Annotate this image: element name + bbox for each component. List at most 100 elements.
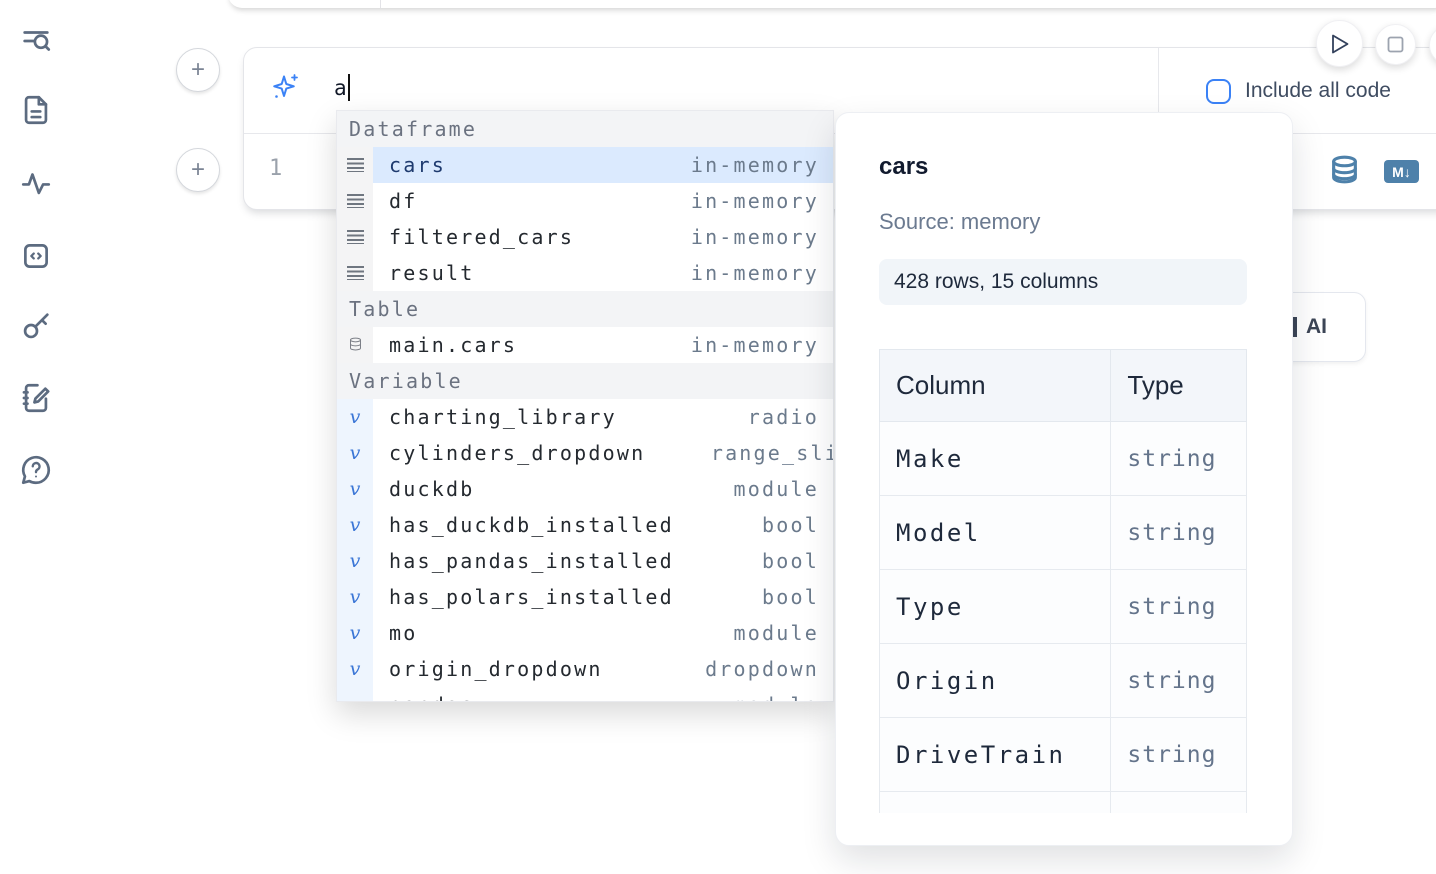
- autocomplete-item-charting_library[interactable]: v charting_library radio: [337, 399, 833, 435]
- autocomplete-item-type: in-memory: [690, 225, 819, 249]
- markdown-icon[interactable]: M↓: [1384, 160, 1419, 183]
- autocomplete-item-has_duckdb_installed[interactable]: v has_duckdb_installed bool: [337, 507, 833, 543]
- code-editor-row[interactable]: 1 M↓: [244, 134, 1436, 209]
- dataframe-gutter: [337, 255, 373, 291]
- autocomplete-item-name: duckdb: [389, 477, 475, 501]
- include-all-code-control[interactable]: Include all code: [1206, 48, 1391, 134]
- autocomplete-section-header: Variable: [337, 363, 833, 399]
- variable-gutter: v: [337, 507, 373, 543]
- autocomplete-item-type: in-memory: [690, 189, 819, 213]
- autocomplete-item-df[interactable]: df in-memory: [337, 183, 833, 219]
- key-icon[interactable]: [16, 306, 56, 346]
- add-cell-above-button[interactable]: +: [176, 48, 220, 92]
- autocomplete-item-body: has_duckdb_installed bool: [373, 507, 833, 543]
- autocomplete-item-type: in-memory: [690, 153, 819, 177]
- include-all-code-checkbox[interactable]: [1206, 78, 1231, 104]
- autocomplete-item-type: module: [733, 621, 819, 645]
- run-button[interactable]: [1316, 20, 1363, 67]
- help-chat-icon[interactable]: [16, 450, 56, 490]
- variable-gutter: v: [337, 399, 373, 435]
- variable-icon: v: [349, 622, 361, 644]
- cell-divider-tick: [380, 0, 381, 8]
- autocomplete-item-pandas[interactable]: vpandasmodule: [337, 687, 833, 701]
- autocomplete-item-name: cars: [389, 153, 446, 177]
- database-icon: [348, 333, 363, 357]
- code-square-icon[interactable]: [16, 236, 56, 276]
- cell-toolbar: M↓: [1329, 134, 1419, 209]
- autocomplete-item-type: bool: [762, 513, 819, 537]
- autocomplete-item-name: mo: [389, 621, 418, 645]
- variable-gutter: v: [337, 651, 373, 687]
- stop-button[interactable]: [1375, 24, 1416, 65]
- plus-icon: +: [190, 56, 205, 83]
- table-of-contents-search-icon[interactable]: [16, 21, 56, 61]
- database-icon[interactable]: [1329, 154, 1360, 190]
- autocomplete-item-type: module: [733, 477, 819, 501]
- autocomplete-item-type: bool: [762, 549, 819, 573]
- variable-icon: v: [349, 478, 361, 500]
- column-type-cell: [1110, 791, 1247, 813]
- dataframe-rows-icon: [346, 230, 364, 244]
- column-type-cell: string: [1110, 643, 1247, 718]
- file-icon[interactable]: [16, 90, 56, 130]
- ai-prompt-input[interactable]: a: [334, 74, 350, 101]
- prompt-text: a: [334, 75, 347, 100]
- autocomplete-item-body: mo module: [373, 615, 833, 651]
- autocomplete-item-cars[interactable]: cars in-memory: [337, 147, 833, 183]
- autocomplete-item-body: cars in-memory: [373, 147, 833, 183]
- variable-icon: v: [349, 406, 361, 428]
- variable-icon: v: [349, 586, 361, 608]
- autocomplete-item-main.cars[interactable]: main.cars in-memory: [337, 327, 833, 363]
- autocomplete-item-body: duckdb module: [373, 471, 833, 507]
- stop-icon: [1387, 36, 1404, 53]
- autocomplete-item-name: result: [389, 261, 475, 285]
- variable-gutter: v: [337, 543, 373, 579]
- autocomplete-item-type: radio: [747, 405, 819, 429]
- autocomplete-item-mo[interactable]: v mo module: [337, 615, 833, 651]
- variable-icon: v: [349, 550, 361, 572]
- shape-badge: 428 rows, 15 columns: [879, 259, 1247, 305]
- notebook-pen-icon[interactable]: [16, 378, 56, 418]
- preview-source: Source: memory: [879, 209, 1041, 234]
- autocomplete-item-type: bool: [762, 585, 819, 609]
- schema-table-row: [879, 791, 1247, 813]
- autocomplete-item-name: df: [389, 189, 418, 213]
- line-number: 1: [269, 156, 283, 181]
- autocomplete-item-type: in-memory: [690, 333, 819, 357]
- dataframe-preview-panel: cars Source: memory 428 rows, 15 columns…: [835, 112, 1293, 846]
- autocomplete-item-name: origin_dropdown: [389, 657, 603, 681]
- clipped-letter-fragment: [1293, 317, 1297, 337]
- include-all-code-label: Include all code: [1245, 79, 1391, 102]
- autocomplete-item-name: has_duckdb_installed: [389, 513, 674, 537]
- column-type-cell: string: [1110, 495, 1247, 570]
- add-cell-below-button[interactable]: +: [176, 148, 220, 192]
- autocomplete-section-header: Dataframe: [337, 111, 833, 147]
- variable-icon: v: [349, 442, 361, 464]
- autocomplete-item-body: df in-memory: [373, 183, 833, 219]
- variable-gutter: v: [337, 579, 373, 615]
- table-gutter: [337, 327, 373, 363]
- autocomplete-item-name: main.cars: [389, 333, 518, 357]
- variable-gutter: v: [337, 471, 373, 507]
- column-name-cell: [879, 791, 1112, 813]
- activity-icon[interactable]: [16, 163, 56, 203]
- ai-button-label: AI: [1306, 315, 1327, 338]
- autocomplete-item-duckdb[interactable]: v duckdb module: [337, 471, 833, 507]
- autocomplete-item-name: charting_library: [389, 405, 617, 429]
- vertical-divider: [1158, 48, 1159, 134]
- schema-column-header: Type: [1110, 349, 1247, 422]
- autocomplete-item-body: charting_library radio: [373, 399, 833, 435]
